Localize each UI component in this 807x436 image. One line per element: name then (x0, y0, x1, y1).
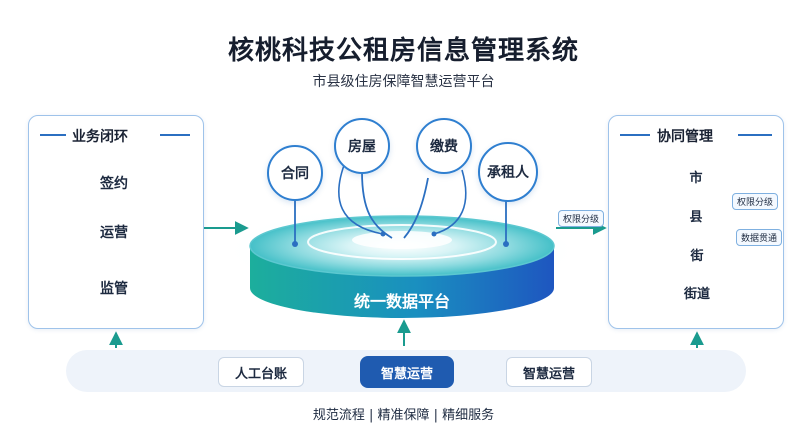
page-title: 核桃科技公租房信息管理系统 (227, 36, 579, 66)
left-panel (28, 115, 204, 329)
tag-data-through: 数据贯通 (736, 229, 783, 246)
flow-step-smart-operation-final: 智慧运营 (506, 357, 592, 387)
cycle-sign: 签约 (100, 176, 128, 192)
module-payment: 缴费 (416, 118, 472, 174)
module-house: 房屋 (334, 118, 390, 174)
right-panel-rule-right (738, 134, 772, 136)
permission-arrow-label: 权限分级 (558, 210, 605, 227)
flow-step-manual-ledger: 人工台账 (218, 357, 304, 387)
cycle-operate: 运营 (100, 225, 128, 241)
left-panel-rule-right (160, 134, 190, 136)
tag-permission: 权限分级 (732, 193, 779, 210)
level-city: 市 (689, 171, 703, 186)
module-contract: 合同 (267, 145, 323, 201)
level-street: 街 (690, 249, 704, 264)
platform-label: 统一数据平台 (353, 292, 450, 311)
right-panel (608, 115, 784, 329)
left-panel-title: 业务闭环 (72, 129, 128, 145)
cycle-supervise: 监管 (100, 281, 128, 297)
level-subdistrict: 街道 (683, 287, 710, 302)
module-tenant: 承租人 (478, 142, 538, 202)
level-county: 县 (689, 210, 703, 225)
flow-step-smart-operation: 智慧运营 (360, 356, 454, 388)
footer-slogan: 规范流程 | 精准保障 | 精细服务 (312, 408, 495, 423)
right-panel-title: 协同管理 (657, 129, 713, 145)
page-subtitle: 市县级住房保障智慧运营平台 (312, 74, 495, 90)
right-panel-rule-left (620, 134, 650, 136)
left-panel-rule-left (40, 134, 66, 136)
